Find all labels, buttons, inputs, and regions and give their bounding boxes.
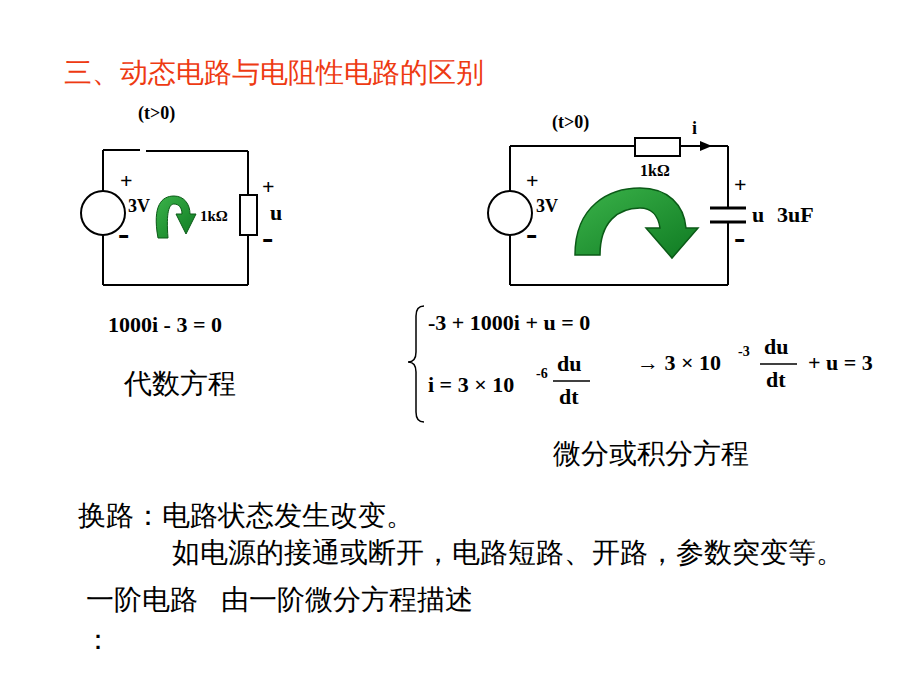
equation: → 3 × 10 bbox=[637, 350, 721, 375]
equation: -3 + 1000i + u = 0 bbox=[428, 310, 590, 335]
time-condition: (t>0) bbox=[138, 103, 175, 124]
left-circuit bbox=[81, 150, 257, 285]
wire bbox=[102, 150, 104, 191]
polarity-sign: - bbox=[734, 218, 745, 257]
equation-kind: 微分或积分方程 bbox=[553, 438, 749, 470]
definition-note: ： bbox=[84, 624, 112, 656]
source-value: 3V bbox=[128, 196, 150, 217]
time-condition: (t>0) bbox=[552, 112, 589, 133]
voltage-name: u bbox=[752, 202, 764, 227]
wire bbox=[102, 235, 104, 285]
current-arrow bbox=[700, 141, 712, 151]
polarity-sign: + bbox=[120, 168, 133, 193]
equation: 1000i - 3 = 0 bbox=[108, 312, 222, 337]
fraction-bar bbox=[760, 363, 797, 365]
wire bbox=[247, 235, 249, 285]
polarity-sign: + bbox=[526, 168, 539, 193]
resistor-symbol bbox=[240, 195, 257, 235]
polarity-sign: - bbox=[526, 214, 537, 253]
capacitor-plate bbox=[710, 207, 746, 210]
right-circuit bbox=[488, 138, 746, 285]
wire bbox=[509, 235, 511, 285]
loop-arrow bbox=[575, 188, 698, 258]
current-name: i bbox=[692, 118, 697, 139]
loop-arrow bbox=[156, 196, 196, 238]
exponent: -3 bbox=[738, 344, 750, 360]
fraction-denominator: dt bbox=[766, 367, 786, 392]
wire bbox=[727, 222, 729, 285]
fraction-numerator: du bbox=[557, 351, 581, 376]
wire bbox=[510, 145, 635, 147]
wire bbox=[727, 146, 729, 208]
fraction-denominator: dt bbox=[559, 384, 579, 409]
wire bbox=[103, 284, 248, 286]
definition-note: 一阶电路 由一阶微分方程描述 bbox=[86, 584, 473, 616]
voltage-source-symbol bbox=[488, 191, 532, 235]
equation-kind: 代数方程 bbox=[124, 368, 236, 400]
wire bbox=[509, 146, 511, 191]
definition-note: 如电源的接通或断开，电路短路、开路，参数突变等。 bbox=[172, 537, 844, 569]
equation: + u = 3 bbox=[808, 350, 873, 375]
definition-note: 换路：电路状态发生改变。 bbox=[78, 500, 414, 532]
equation: i = 3 × 10 bbox=[428, 372, 514, 397]
wire bbox=[510, 284, 728, 286]
slide-title: 三、动态电路与电阻性电路的区别 bbox=[64, 57, 484, 89]
polarity-sign: + bbox=[734, 172, 747, 197]
resistor-value: 1kΩ bbox=[640, 162, 670, 180]
polarity-sign: - bbox=[118, 214, 129, 253]
exponent: -6 bbox=[536, 366, 548, 382]
wire bbox=[103, 149, 140, 151]
equation-brace bbox=[408, 306, 424, 422]
fraction-bar bbox=[553, 380, 590, 382]
polarity-sign: - bbox=[262, 218, 273, 257]
wire bbox=[146, 150, 248, 152]
wire bbox=[247, 151, 249, 195]
polarity-sign: + bbox=[262, 174, 275, 199]
capacitor-value: 3uF bbox=[777, 202, 814, 227]
resistor-value: 1kΩ bbox=[200, 208, 228, 225]
resistor-symbol bbox=[635, 138, 680, 156]
source-value: 3V bbox=[536, 196, 558, 217]
fraction-numerator: du bbox=[764, 334, 788, 359]
